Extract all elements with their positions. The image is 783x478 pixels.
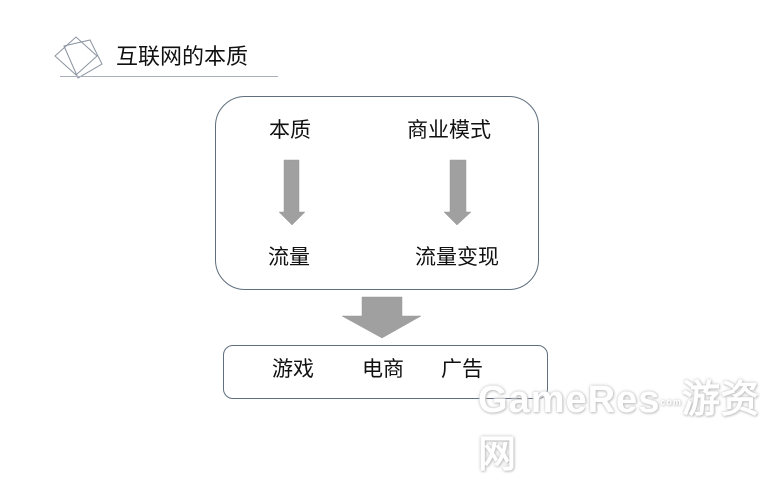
essence-box	[215, 96, 539, 290]
page-title: 互联网的本质	[116, 45, 249, 70]
watermark-logo: GameRescom游资网	[478, 379, 760, 476]
label-business-model: 商业模式	[407, 118, 491, 142]
overlapping-diamonds-icon	[54, 36, 103, 79]
title-underline	[60, 76, 278, 77]
down-arrow-icon	[278, 159, 306, 226]
applications-box	[223, 345, 548, 399]
label-traffic: 流量	[268, 245, 310, 269]
label-traffic-monetization: 流量变现	[415, 245, 499, 269]
item-games: 游戏	[272, 357, 314, 381]
item-advertising: 广告	[441, 357, 483, 381]
big-down-arrow-icon	[341, 296, 422, 339]
down-arrow-icon	[443, 159, 472, 226]
item-ecommerce: 电商	[362, 357, 404, 381]
label-essence: 本质	[269, 118, 311, 142]
